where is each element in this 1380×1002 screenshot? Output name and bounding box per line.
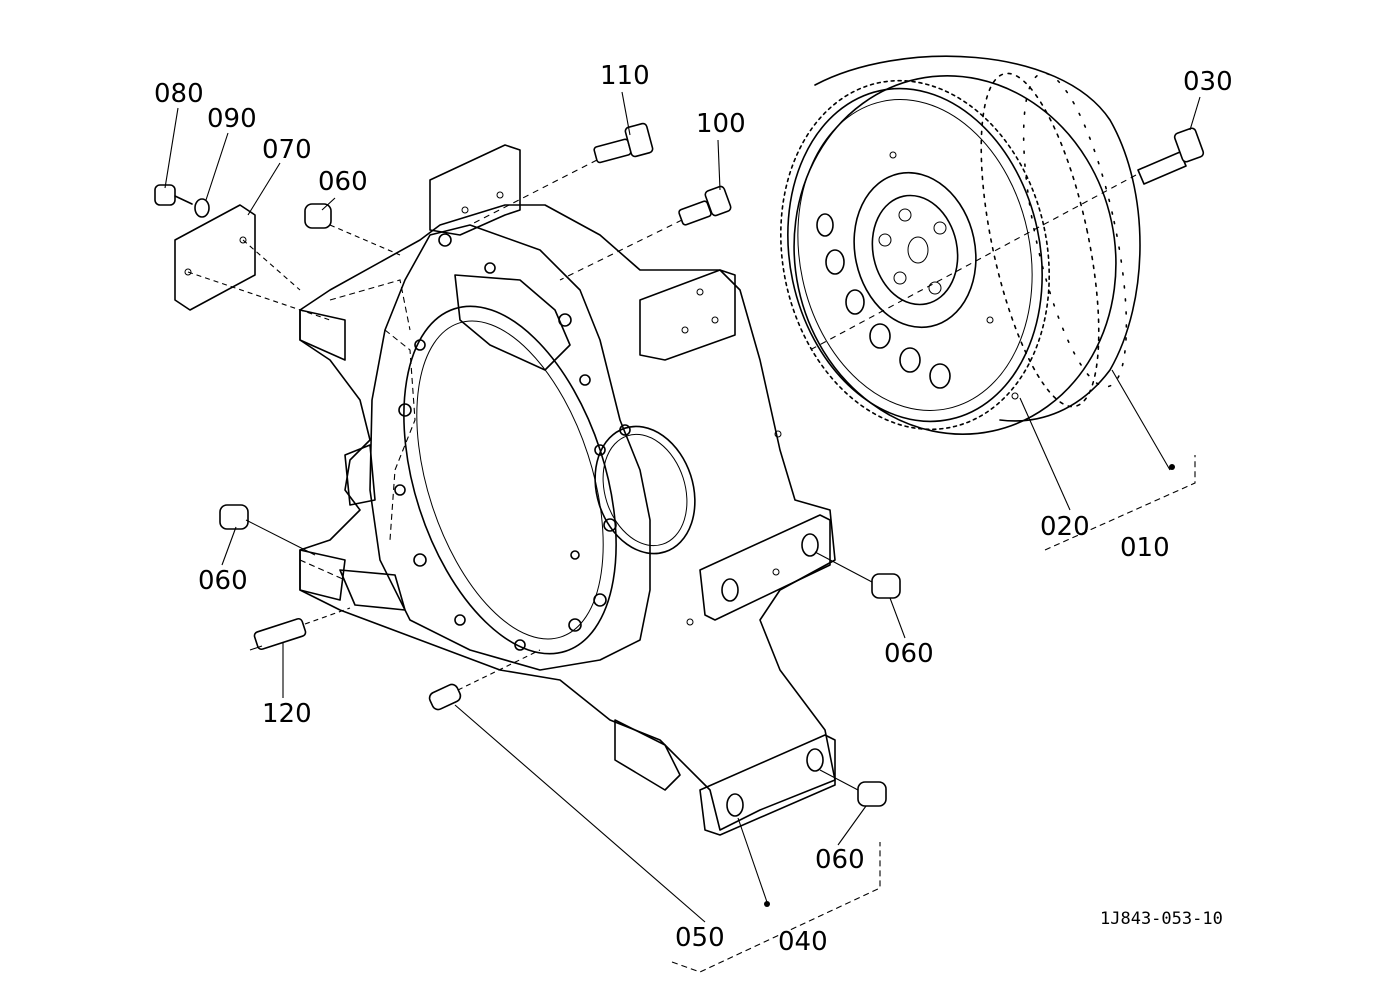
bolt-100 (559, 185, 732, 281)
marker-dot (764, 901, 770, 907)
callout-060-top: 060 (318, 167, 368, 197)
callout-060-bottom: 060 (815, 845, 865, 875)
stud-120 (249, 607, 351, 651)
callout-090: 090 (207, 104, 257, 134)
callout-060-left: 060 (198, 566, 248, 596)
plug-060-bottom (819, 769, 887, 807)
dowel-pin-050 (428, 649, 541, 711)
cover-plate-070 (174, 204, 331, 321)
marker-dot (1169, 464, 1175, 470)
plug-060-right (814, 551, 901, 599)
drawing-number: 1J843-053-10 (1100, 909, 1223, 929)
callout-060-right: 060 (884, 639, 934, 669)
leader-lines (164, 91, 1201, 973)
plug-060-top (304, 203, 401, 256)
callout-030: 030 (1183, 67, 1233, 97)
washer-090 (194, 198, 210, 218)
callout-010: 010 (1120, 533, 1170, 563)
callout-110: 110 (600, 61, 650, 91)
flywheel-assembly (779, 55, 1141, 435)
callout-080: 080 (154, 79, 204, 109)
callout-070: 070 (262, 135, 312, 165)
callout-040: 040 (778, 927, 828, 957)
plug-060-left (219, 504, 316, 556)
bolt-080 (154, 184, 193, 206)
flywheel-housing (299, 144, 836, 836)
bolt-110 (469, 122, 654, 226)
callout-120: 120 (262, 699, 312, 729)
flywheel-bolt-030 (809, 127, 1205, 351)
callout-050: 050 (675, 923, 725, 953)
callout-labels: 080 090 070 060 110 100 030 020 010 060 … (154, 61, 1233, 957)
callout-100: 100 (696, 109, 746, 139)
callout-020: 020 (1040, 512, 1090, 542)
